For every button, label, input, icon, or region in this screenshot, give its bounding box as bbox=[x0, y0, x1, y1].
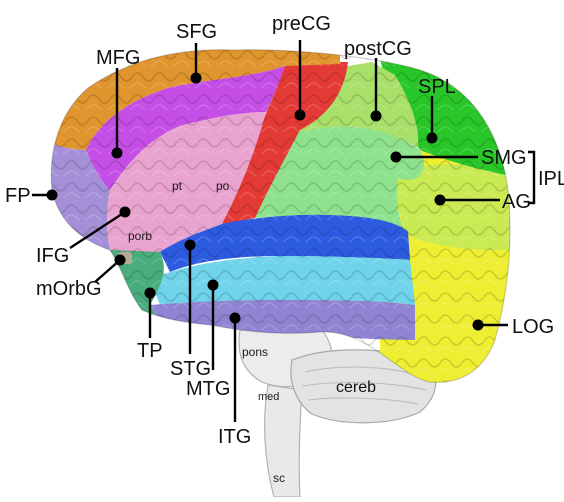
label-smg: SMG bbox=[481, 147, 527, 169]
label-mfg: MFG bbox=[96, 47, 140, 69]
label-spl: SPL bbox=[418, 76, 456, 98]
label-fp: FP bbox=[5, 185, 31, 207]
label-sfg: SFG bbox=[176, 21, 217, 43]
label-postcg: postCG bbox=[344, 38, 412, 60]
label-mtg: MTG bbox=[186, 378, 230, 400]
label-itg: ITG bbox=[218, 426, 251, 448]
label-pt: pt bbox=[172, 179, 183, 193]
label-pons: pons bbox=[242, 345, 268, 359]
label-log: LOG bbox=[512, 316, 554, 338]
label-med: med bbox=[258, 391, 279, 403]
label-precg: preCG bbox=[272, 13, 331, 35]
label-porb: porb bbox=[128, 229, 152, 243]
label-ipl: IPL bbox=[538, 168, 564, 190]
label-cereb: cereb bbox=[336, 379, 376, 396]
label-stg: STG bbox=[170, 358, 211, 380]
label-ifg: IFG bbox=[36, 245, 69, 267]
label-po: po bbox=[216, 179, 230, 193]
label-ag: AG bbox=[502, 191, 531, 213]
label-morbg: mOrbG bbox=[36, 278, 102, 300]
label-tp: TP bbox=[137, 340, 163, 362]
label-sc: sc bbox=[273, 471, 285, 485]
